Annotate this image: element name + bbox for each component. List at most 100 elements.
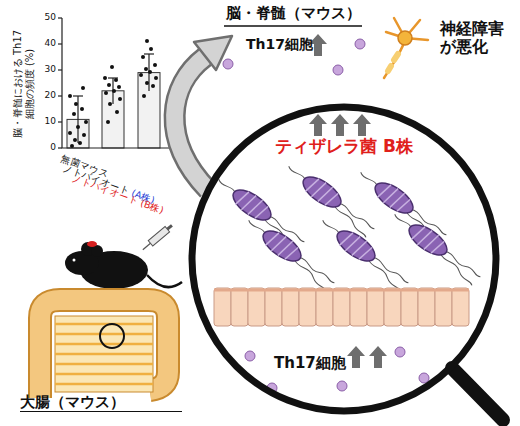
neuron bbox=[388, 66, 391, 71]
epithelium bbox=[282, 288, 299, 326]
mouse-silhouette bbox=[87, 241, 97, 247]
colon bbox=[55, 323, 153, 326]
lens-interior bbox=[241, 214, 340, 293]
tick-label: 40 bbox=[36, 38, 56, 48]
epithelium bbox=[214, 288, 469, 326]
migration-arrow bbox=[194, 36, 232, 70]
epithelium bbox=[265, 288, 282, 326]
lens-handle bbox=[452, 368, 503, 420]
data-point bbox=[81, 86, 85, 90]
migration-arrow bbox=[175, 57, 208, 190]
region-heading: 大腸（マウス） bbox=[20, 394, 182, 412]
lens-interior bbox=[347, 346, 365, 368]
lens-interior bbox=[309, 114, 327, 136]
data-point bbox=[106, 120, 110, 124]
data-point bbox=[148, 70, 152, 74]
data-point bbox=[74, 102, 78, 106]
epithelium bbox=[333, 288, 350, 326]
lens-interior bbox=[353, 114, 371, 136]
chart-axis bbox=[58, 43, 62, 44]
data-point bbox=[114, 78, 118, 82]
syringe bbox=[141, 223, 175, 253]
data-point bbox=[118, 97, 122, 101]
epithelium bbox=[214, 289, 469, 292]
data-point bbox=[142, 94, 146, 98]
lens-interior bbox=[211, 173, 310, 252]
epithelium bbox=[418, 288, 435, 326]
lens-interior bbox=[387, 208, 486, 287]
epithelium bbox=[214, 288, 231, 326]
data-point bbox=[73, 138, 77, 142]
lens-interior bbox=[331, 114, 349, 136]
neuron bbox=[384, 18, 428, 78]
migration-arrow bbox=[175, 57, 208, 190]
epithelium bbox=[350, 288, 367, 326]
chart-axis bbox=[58, 18, 170, 148]
epithelium bbox=[248, 288, 265, 326]
data-point bbox=[110, 65, 114, 69]
colon bbox=[40, 300, 168, 398]
data-point bbox=[145, 81, 149, 85]
th17-cell-dot bbox=[355, 39, 365, 49]
data-point bbox=[149, 47, 153, 51]
colon bbox=[55, 373, 153, 376]
th17-cell-dot bbox=[245, 347, 429, 393]
data-point bbox=[108, 102, 112, 106]
brain-underline bbox=[224, 25, 362, 27]
neuron bbox=[394, 54, 398, 60]
colon bbox=[100, 324, 124, 348]
epithelium bbox=[316, 288, 333, 326]
magnifier-lens: ティザレラ菌 B株 Th17細胞 bbox=[188, 103, 500, 415]
th17-cell-dot bbox=[245, 351, 255, 361]
data-point bbox=[151, 84, 155, 88]
data-point bbox=[154, 76, 158, 80]
lens-interior bbox=[369, 346, 387, 368]
colon bbox=[55, 353, 153, 356]
syringe bbox=[148, 227, 169, 247]
lens-interior bbox=[315, 214, 414, 293]
chart-axis bbox=[62, 18, 170, 148]
data-point bbox=[115, 110, 119, 114]
epithelium bbox=[367, 288, 384, 326]
node-text: ティザレラ菌 B株 bbox=[188, 137, 500, 157]
epithelium bbox=[384, 288, 401, 326]
data-point bbox=[117, 85, 121, 89]
data-point bbox=[145, 39, 149, 43]
error-bar bbox=[73, 54, 154, 143]
region-heading: 脳・脊髄（マウス） bbox=[224, 5, 362, 22]
data-point bbox=[144, 67, 148, 71]
data-point bbox=[103, 76, 107, 80]
colon bbox=[40, 300, 168, 398]
data-point bbox=[107, 83, 111, 87]
th17-cell-dot bbox=[337, 381, 347, 391]
colon bbox=[55, 316, 153, 392]
data-point bbox=[80, 107, 84, 111]
data-point bbox=[153, 63, 157, 67]
data-point bbox=[78, 141, 82, 145]
data-point bbox=[82, 133, 86, 137]
mouse-silhouette bbox=[147, 275, 182, 287]
syringe bbox=[166, 224, 173, 230]
tick-label: 50 bbox=[36, 12, 56, 22]
chart-axis bbox=[58, 17, 62, 18]
axis-title: 脳・脊髄における Th17細胞の頻度 (%) bbox=[12, 28, 35, 140]
epithelium bbox=[435, 288, 452, 326]
chart-axis bbox=[58, 121, 62, 122]
neuron bbox=[398, 31, 412, 45]
node-text: Th17細胞 bbox=[274, 355, 346, 372]
lens-interior bbox=[353, 166, 452, 245]
data-point bbox=[84, 120, 88, 124]
chart-bar bbox=[67, 73, 160, 148]
category-label: (B株) bbox=[139, 198, 165, 216]
data-point bbox=[68, 94, 72, 98]
th17-cell-dot bbox=[333, 65, 343, 75]
chart-axis bbox=[58, 95, 62, 96]
colon bbox=[55, 383, 153, 386]
neuron bbox=[384, 40, 405, 78]
th17-cell-dot bbox=[223, 59, 233, 69]
colon bbox=[55, 363, 153, 366]
mouse-silhouette bbox=[65, 241, 182, 289]
epithelium bbox=[401, 288, 418, 326]
chart-axis bbox=[58, 69, 62, 70]
